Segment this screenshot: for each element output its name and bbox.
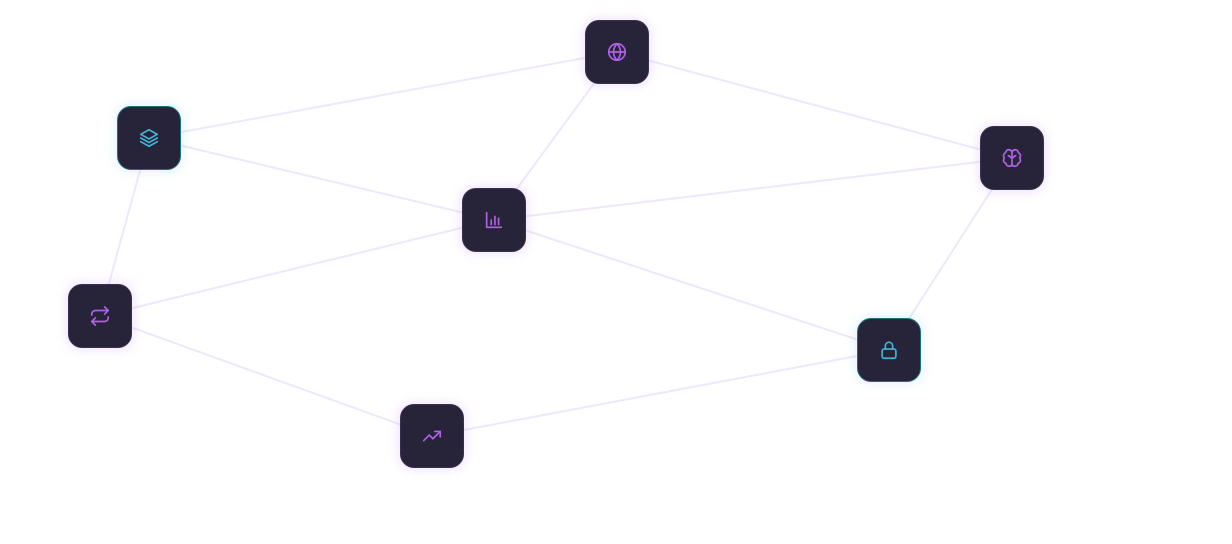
repeat-node[interactable] [68, 284, 132, 348]
edge-chart-repeat [99, 219, 495, 317]
bar-chart-node[interactable] [462, 188, 526, 252]
lock-icon [881, 341, 897, 360]
globe-icon [607, 42, 627, 62]
brain-icon [1002, 148, 1022, 168]
lock-node[interactable] [857, 318, 921, 382]
edge-chart-brain [493, 157, 1013, 221]
globe-node[interactable] [585, 20, 649, 84]
edge-trend-lock [431, 349, 890, 437]
edge-repeat-trend [99, 315, 433, 437]
edge-globe-brain [616, 51, 1013, 159]
trending-up-icon [422, 430, 442, 442]
bar-chart-icon [485, 211, 503, 229]
edge-layers-globe [148, 51, 618, 139]
layers-node[interactable] [117, 106, 181, 170]
edge-chart-lock [493, 219, 890, 351]
repeat-icon [90, 306, 110, 326]
layers-icon [139, 128, 159, 148]
brain-node[interactable] [980, 126, 1044, 190]
trending-up-node[interactable] [400, 404, 464, 468]
edge-layers-chart [148, 137, 495, 221]
